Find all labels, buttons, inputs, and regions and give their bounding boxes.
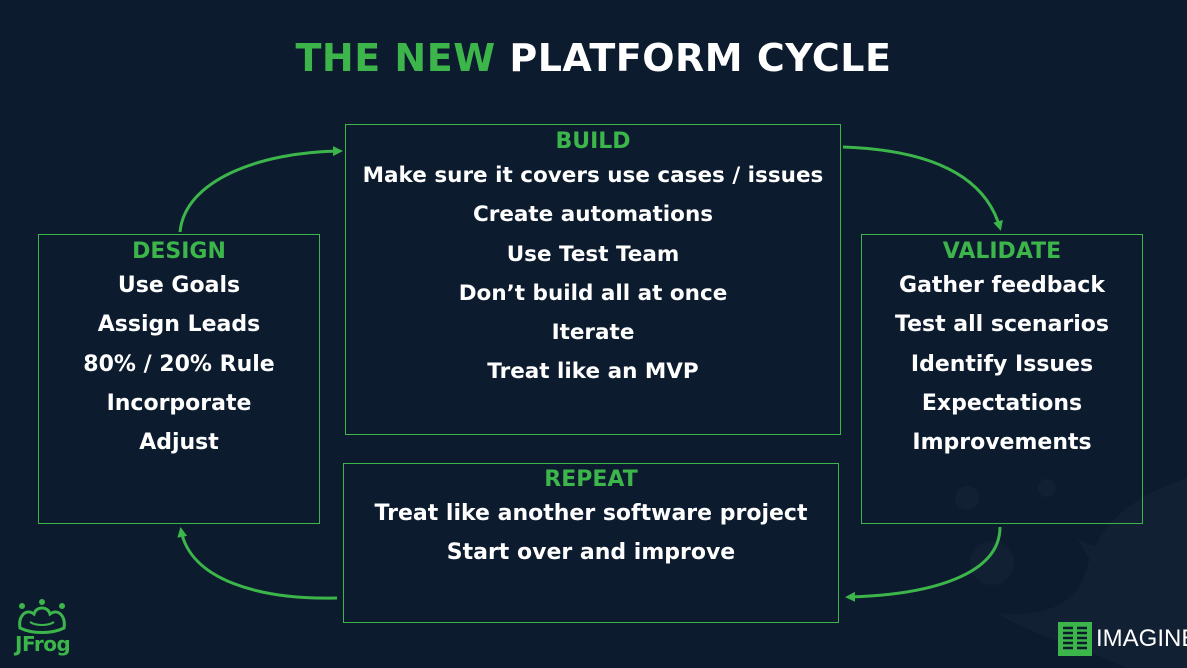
arrow-design-to-build [178,146,343,233]
design-item: Adjust [139,430,219,456]
jfrog-logo-text: JFrog [15,632,71,656]
imagine-logo-text: IMAGINE [1096,625,1187,652]
build-item: Make sure it covers use cases / issues [362,163,824,188]
jfrog-logo: JFrog [12,598,72,658]
repeat-box: REPEAT Treat like another software proje… [343,463,839,623]
design-item: Assign Leads [97,312,261,338]
design-item: 80% / 20% Rule [83,351,275,377]
design-item: Use Goals [117,273,241,298]
splash-decoration [955,478,1187,668]
validate-heading: VALIDATE [942,239,1062,264]
build-item: Create automations [472,202,714,228]
repeat-item: Treat like another software project [374,501,808,526]
arrow-repeat-to-design [177,527,338,600]
build-box: BUILD Make sure it covers use cases / is… [345,124,841,435]
build-item: Treat like an MVP [487,359,699,385]
design-item: Incorporate [106,390,252,416]
arrow-validate-to-repeat [845,526,1002,602]
title-rest: PLATFORM CYCLE [509,36,892,80]
arrow-build-to-validate [842,145,1003,231]
build-item: Don’t build all at once [458,280,728,306]
validate-item: Improvements [912,430,1092,456]
frog-crown-icon [18,599,66,634]
page-title: THE NEW PLATFORM CYCLE [0,36,1187,80]
validate-item: Gather feedback [899,273,1105,298]
imagine-mark-icon [1058,622,1092,656]
build-item: Iterate [551,320,635,346]
repeat-heading: REPEAT [544,467,638,492]
design-heading: DESIGN [132,239,226,264]
validate-item: Test all scenarios [894,312,1110,338]
build-heading: BUILD [555,129,631,154]
build-item: Use Test Team [506,241,680,267]
validate-box: VALIDATE Gather feedback Test all scenar… [861,234,1143,524]
repeat-item: Start over and improve [446,540,736,565]
validate-item: Expectations [921,390,1083,416]
design-box: DESIGN Use Goals Assign Leads 80% / 20% … [38,234,320,524]
title-accent: THE NEW [295,36,496,80]
validate-item: Identify Issues [910,351,1094,377]
